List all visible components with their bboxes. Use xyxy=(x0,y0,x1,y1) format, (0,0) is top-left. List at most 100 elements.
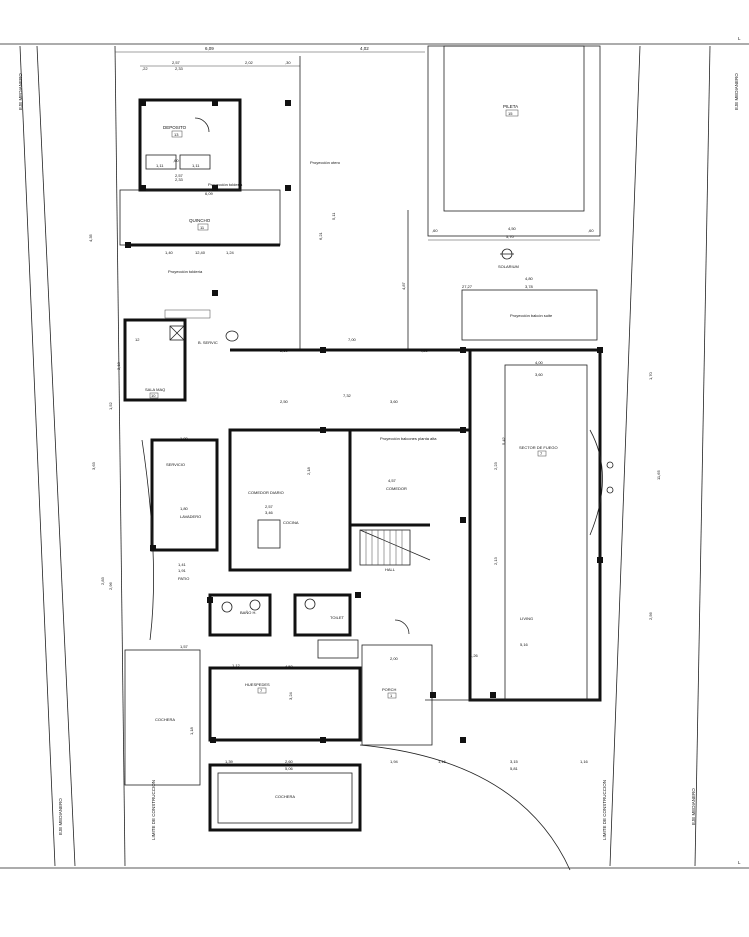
proy-balcon-suite: Proyección balcón suite xyxy=(510,313,553,318)
svg-text:3,46: 3,46 xyxy=(265,510,274,515)
stairs xyxy=(359,529,411,566)
svg-text:1,26: 1,26 xyxy=(470,653,479,658)
lavadero-label: LAVADERO xyxy=(180,514,201,519)
svg-text:3,15: 3,15 xyxy=(510,759,519,764)
bano-serv-label: B. SERVIC xyxy=(198,340,218,345)
corner-label-bottom: L xyxy=(738,860,741,865)
eje-medianero-bottom-left: EJE MEDIANERO xyxy=(58,798,63,835)
svg-text:1,11: 1,11 xyxy=(192,163,200,168)
hall-door-swing xyxy=(394,619,410,635)
cochera-bottom-walls xyxy=(208,763,362,832)
svg-text:1,39: 1,39 xyxy=(225,759,234,764)
cochera-bottom-label: COCHERA xyxy=(275,794,295,799)
proy-toldo-1: Proyección toldería xyxy=(208,182,243,187)
right-limit-line xyxy=(609,45,641,867)
svg-text:1,40: 1,40 xyxy=(165,250,174,255)
dim-402: 4,02 xyxy=(360,46,369,51)
toilet-quincho-label: 12 xyxy=(135,337,140,342)
svg-text:2,56: 2,56 xyxy=(648,611,653,620)
corner-label-top: L xyxy=(738,36,741,41)
huespedes-label: HUESPEDES xyxy=(245,682,270,687)
svg-text:2,33: 2,33 xyxy=(175,177,184,182)
svg-text:1,52: 1,52 xyxy=(108,401,113,410)
cocina-label: COCINA xyxy=(283,520,299,525)
cochera-left-area xyxy=(124,649,201,786)
svg-text:4,57: 4,57 xyxy=(388,478,397,483)
toilet-walls xyxy=(293,593,352,637)
bano-walls xyxy=(208,593,272,637)
servicio-walls xyxy=(150,438,219,552)
toilet-label: TOILET xyxy=(330,615,344,620)
porch-num: 1 xyxy=(390,693,393,698)
proy-balcon-planta: Proyección balcones planta alta xyxy=(380,436,437,441)
svg-text:27,27: 27,27 xyxy=(462,284,473,289)
deposito-num: 13 xyxy=(174,132,179,137)
svg-text:4,50: 4,50 xyxy=(285,664,294,669)
comedor-label: COMEDOR xyxy=(386,486,407,491)
bano-label: BAÑO H. xyxy=(240,610,256,615)
svg-text:1,57: 1,57 xyxy=(180,644,189,649)
hall-label: HALL xyxy=(385,567,396,572)
svg-text:3,63: 3,63 xyxy=(91,461,96,470)
svg-text:3,43: 3,43 xyxy=(213,242,222,247)
svg-text:2,02: 2,02 xyxy=(245,60,254,65)
huespedes-walls xyxy=(208,666,362,742)
eje-medianero-bottom-right: EJE MEDIANERO xyxy=(691,788,696,825)
fireplace-curve xyxy=(589,429,603,536)
svg-text:3,60: 3,60 xyxy=(390,399,399,404)
deposito-label: DEPOSITO xyxy=(163,125,187,130)
svg-text:5,70: 5,70 xyxy=(506,234,515,239)
driveway-arc xyxy=(359,744,571,871)
svg-text:2,13: 2,13 xyxy=(493,556,498,565)
svg-text:2,83: 2,83 xyxy=(100,576,105,585)
comedor-diario-walls xyxy=(228,428,352,572)
left-property-line xyxy=(36,45,76,867)
pool-outer xyxy=(427,45,601,237)
right-eje-line xyxy=(694,45,711,867)
comedor-diario-label: COMEDOR DIARIO xyxy=(248,490,284,495)
svg-text:5,16: 5,16 xyxy=(520,642,529,647)
svg-text:,60: ,60 xyxy=(588,228,594,233)
svg-text:2,00: 2,00 xyxy=(390,656,399,661)
svg-text:2,18: 2,18 xyxy=(306,466,311,475)
deposito-walls xyxy=(138,98,242,192)
svg-text:4,20: 4,20 xyxy=(420,348,429,353)
svg-text:2,50: 2,50 xyxy=(280,399,289,404)
svg-text:11,65: 11,65 xyxy=(656,470,661,480)
svg-text:1,80: 1,80 xyxy=(180,436,189,441)
patio-label: PATIO xyxy=(178,576,189,581)
svg-text:4,35: 4,35 xyxy=(88,233,93,242)
limite-construccion-left: LIMITE DE CONSTRUCCION xyxy=(151,780,156,840)
svg-text:5,42: 5,42 xyxy=(501,436,506,445)
structural-columns xyxy=(125,100,603,743)
dim-609: 6,09 xyxy=(205,46,214,51)
sector-fuego-num: 7 xyxy=(540,451,543,456)
svg-text:2,60: 2,60 xyxy=(285,759,294,764)
huespedes-num: 7 xyxy=(260,688,263,693)
svg-text:4,80: 4,80 xyxy=(525,276,534,281)
svg-text:1,70: 1,70 xyxy=(648,371,653,380)
svg-text:1,24: 1,24 xyxy=(226,250,235,255)
kitchen-island xyxy=(257,519,281,549)
svg-text:1,18: 1,18 xyxy=(189,726,194,735)
eje-medianero-left: EJE MEDIANERO xyxy=(18,73,23,110)
eje-medianero-right-top: EJE MEDIANERO xyxy=(734,73,739,110)
limite-construccion-right: LIMITE DE CONSTRUCCION xyxy=(602,780,607,840)
solarium-label: SOLARIUM xyxy=(498,264,519,269)
pileta-label: PILETA xyxy=(503,104,518,109)
living-walls xyxy=(468,348,602,702)
living-inner xyxy=(504,364,588,701)
svg-text:2,18: 2,18 xyxy=(116,361,121,370)
svg-text:1,41: 1,41 xyxy=(178,562,187,567)
left-limit-line xyxy=(114,45,126,867)
svg-text:2,23: 2,23 xyxy=(493,461,498,470)
svg-text:3,60: 3,60 xyxy=(535,372,544,377)
sala-maq-label: SALA MAQ xyxy=(145,387,165,392)
svg-text:2,33: 2,33 xyxy=(175,66,184,71)
svg-text:4,87: 4,87 xyxy=(401,281,406,290)
proy-toldo-2: Proyección toldería xyxy=(168,269,203,274)
svg-text:1,80: 1,80 xyxy=(180,506,189,511)
left-eje-line xyxy=(19,45,56,867)
svg-text:3,24: 3,24 xyxy=(288,691,293,700)
